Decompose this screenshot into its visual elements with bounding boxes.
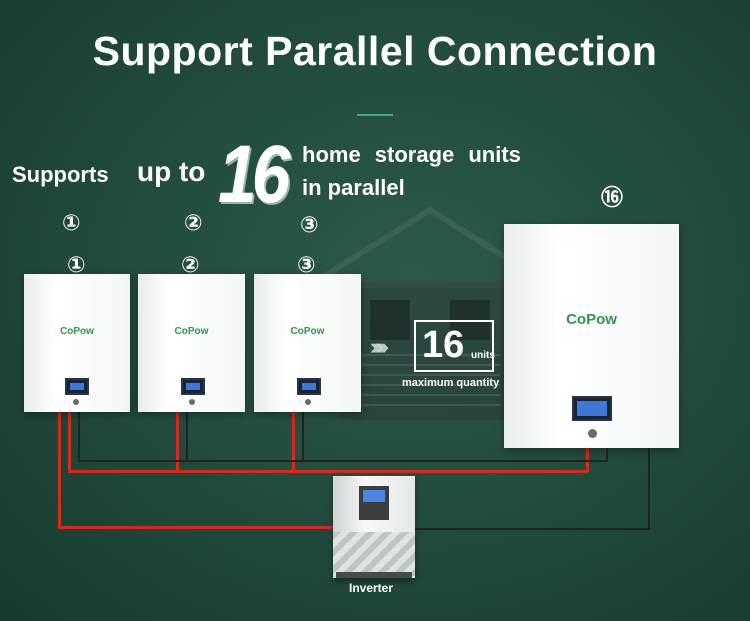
- battery-screen: [181, 378, 205, 395]
- brand-logo: CoPow: [566, 311, 617, 328]
- units-badge-caption: maximum quantity: [402, 377, 500, 389]
- wire-black: [648, 448, 650, 530]
- power-button-icon: [73, 399, 79, 405]
- battery-unit-3: CoPow: [254, 274, 361, 412]
- headline-line1: home storage units: [302, 142, 521, 167]
- inverter-label: Inverter: [349, 581, 394, 595]
- inverter-vent: [333, 532, 415, 576]
- marker-mid-3: ③: [297, 252, 316, 277]
- marker-top-2: ②: [184, 210, 203, 235]
- battery-screen: [65, 378, 89, 395]
- inverter-device: [333, 476, 415, 578]
- wire-black: [186, 412, 188, 462]
- units-badge: 16 units: [414, 320, 495, 372]
- power-button-icon: [305, 399, 311, 405]
- headline-supports: Supports: [12, 162, 109, 187]
- wire-red: [68, 470, 588, 473]
- battery-unit-1: CoPow: [24, 274, 130, 412]
- brand-logo: CoPow: [174, 326, 209, 337]
- headline-line2: in parallel: [302, 175, 405, 200]
- headline-count: 16: [218, 129, 290, 220]
- inverter-panel: [359, 486, 389, 520]
- marker-mid-2: ②: [181, 252, 200, 277]
- marker-top-3: ③: [300, 212, 319, 237]
- battery-screen: [572, 396, 612, 421]
- wire-black: [302, 412, 304, 462]
- marker-top-16: ⑯: [601, 185, 624, 210]
- wire-black: [78, 460, 608, 462]
- brand-logo: CoPow: [60, 326, 94, 337]
- wire-black: [606, 448, 608, 462]
- title-underline: [357, 114, 393, 116]
- power-button-icon: [588, 429, 597, 438]
- units-badge-number: 16: [422, 324, 465, 366]
- wire-black: [412, 528, 650, 530]
- battery-unit-2: CoPow: [138, 274, 245, 412]
- battery-unit-16: CoPow: [504, 224, 679, 448]
- wire-black: [78, 412, 80, 462]
- power-button-icon: [189, 399, 195, 405]
- wire-red: [58, 412, 61, 528]
- chevrons-right-icon: »»»»: [370, 334, 389, 359]
- wire-red: [292, 412, 295, 472]
- wire-red: [176, 412, 179, 472]
- marker-top-1: ①: [62, 210, 81, 235]
- wire-red: [68, 412, 71, 472]
- brand-logo: CoPow: [290, 326, 325, 337]
- marker-mid-1: ①: [67, 252, 86, 277]
- banner-title: Support Parallel Connection: [92, 28, 658, 74]
- units-badge-word: units: [471, 350, 495, 361]
- headline-up-to: up to: [137, 156, 206, 187]
- inverter-base: [336, 572, 412, 578]
- wire-red: [58, 526, 338, 529]
- battery-screen: [297, 378, 321, 395]
